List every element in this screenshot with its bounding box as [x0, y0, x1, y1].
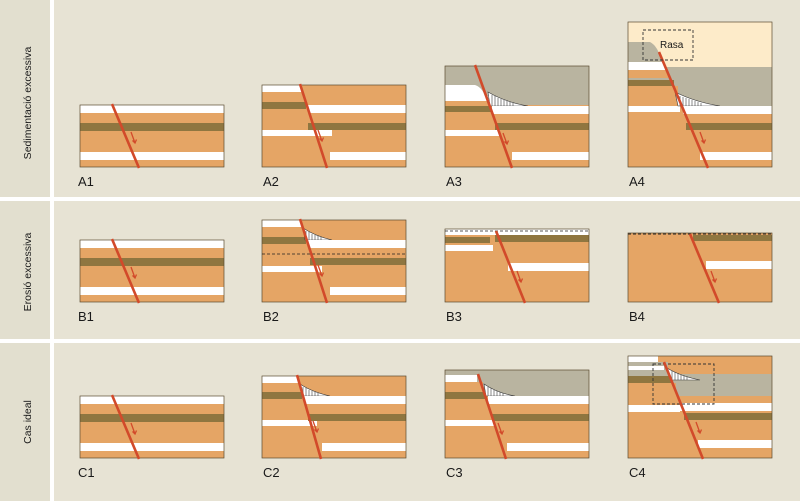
panel-b3: B3	[444, 228, 590, 324]
panel-a3: A3	[444, 64, 590, 189]
row-c-label: Cas ideal	[22, 400, 34, 444]
panel-b1-label: B1	[78, 309, 94, 324]
dashed-outline-box	[652, 363, 715, 405]
panel-a4: Rasa A4	[627, 21, 773, 189]
rasa-label: Rasa	[660, 40, 684, 51]
panel-a3-label: A3	[446, 174, 462, 189]
panel-c4: C4	[627, 355, 773, 480]
panel-c1: C1	[78, 394, 225, 480]
panel-c2-label: C2	[263, 465, 280, 480]
panel-a4-label: A4	[629, 174, 645, 189]
row-b-label: Erosió excessiva	[22, 232, 34, 311]
panel-b2: B2	[261, 218, 407, 324]
panel-a1-label: A1	[78, 174, 94, 189]
panel-a1: A1	[78, 103, 225, 189]
row-a-label: Sedimentació excessiva	[22, 47, 34, 160]
panel-a2-label: A2	[263, 174, 279, 189]
panel-c2: C2	[261, 374, 407, 480]
panel-b4: B4	[627, 232, 773, 324]
panel-c3-label: C3	[446, 465, 463, 480]
panel-b4-label: B4	[629, 309, 645, 324]
panel-c4-label: C4	[629, 465, 646, 480]
panel-a2: A2	[261, 83, 407, 189]
row-c-label-panel	[0, 343, 50, 501]
panel-c3: C3	[444, 369, 590, 480]
row-a-label-panel	[0, 0, 50, 197]
rasa-box	[642, 29, 694, 61]
panel-b3-label: B3	[446, 309, 462, 324]
panel-b2-label: B2	[263, 309, 279, 324]
row-b-label-panel	[0, 201, 50, 339]
panel-b1: B1	[78, 238, 225, 324]
panel-c1-label: C1	[78, 465, 95, 480]
